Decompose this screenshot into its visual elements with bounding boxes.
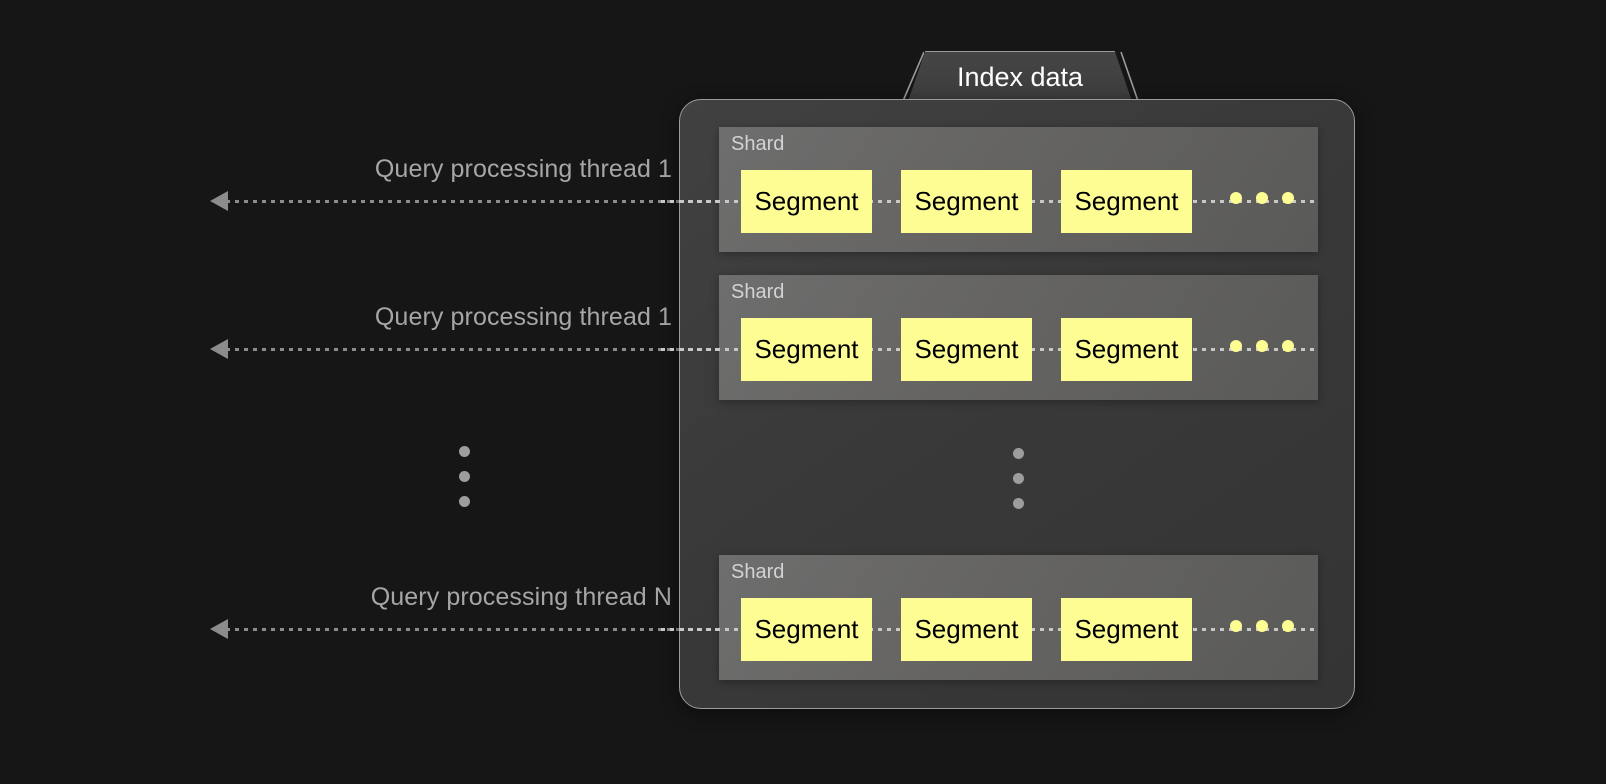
more-segments-ellipsis-icon-1 [1230,192,1294,204]
ellipsis-dot [1230,192,1242,204]
query-thread-label-2: Query processing thread 1 [374,303,672,331]
ellipsis-dot [459,446,470,457]
query-thread-line-3 [226,628,760,631]
ellipsis-dot [1013,473,1024,484]
segment-label: Segment [914,186,1019,216]
shard-label-2: Shard [731,281,785,303]
segment-label: Segment [754,614,859,644]
segments-row-3: Segment Segment Segment [661,598,1318,661]
ellipsis-dot [459,496,470,507]
segment-label: Segment [1074,614,1179,644]
index-data-tab-label: Index data [956,62,1084,92]
ellipsis-dot [1256,192,1268,204]
ellipsis-dot [1282,340,1294,352]
index-data-tab: Index data [908,51,1132,101]
segment-box: Segment [741,170,872,233]
query-thread-label-1: Query processing thread 1 [374,155,672,183]
segment-label: Segment [1074,334,1179,364]
query-thread-line-1 [226,200,760,203]
more-segments-ellipsis-icon-3 [1230,620,1294,632]
shard-ellipsis-icon [1013,448,1024,509]
arrow-head-left-icon-3 [210,619,228,639]
segment-box: Segment [741,318,872,381]
ellipsis-dot [459,471,470,482]
shard-label-3: Shard [731,561,785,583]
query-thread-line-2 [226,348,760,351]
query-thread-label-3: Query processing thread N [370,583,672,611]
arrow-head-left-icon-1 [210,191,228,211]
query-thread-row-1: Query processing thread 1 [0,155,760,225]
shard-box-1: Shard Segment Segment Segment [661,127,1318,252]
ellipsis-dot [1256,340,1268,352]
segment-label: Segment [1074,186,1179,216]
segment-box: Segment [741,598,872,661]
segment-box: Segment [1061,318,1192,381]
shard-box-3: Shard Segment Segment Segment [661,555,1318,680]
ellipsis-dot [1282,192,1294,204]
segment-label: Segment [754,334,859,364]
ellipsis-dot [1256,620,1268,632]
segment-box: Segment [901,170,1032,233]
segments-row-2: Segment Segment Segment [661,318,1318,381]
segment-box: Segment [901,598,1032,661]
index-data-container: Shard Segment Segment Segment [661,99,1355,709]
thread-ellipsis-icon [459,446,470,507]
segment-label: Segment [914,614,1019,644]
query-thread-row-2: Query processing thread 1 [0,303,760,373]
segment-label: Segment [914,334,1019,364]
segment-label: Segment [754,186,859,216]
ellipsis-dot [1013,498,1024,509]
segment-box: Segment [1061,170,1192,233]
segment-box: Segment [901,318,1032,381]
more-segments-ellipsis-icon-2 [1230,340,1294,352]
ellipsis-dot [1230,340,1242,352]
segments-row-1: Segment Segment Segment [661,170,1318,233]
shard-box-2: Shard Segment Segment Segment [661,275,1318,400]
ellipsis-dot [1282,620,1294,632]
query-thread-row-3: Query processing thread N [0,583,760,653]
shard-label-1: Shard [731,133,785,155]
ellipsis-dot [1230,620,1242,632]
segment-box: Segment [1061,598,1192,661]
arrow-head-left-icon-2 [210,339,228,359]
ellipsis-dot [1013,448,1024,459]
